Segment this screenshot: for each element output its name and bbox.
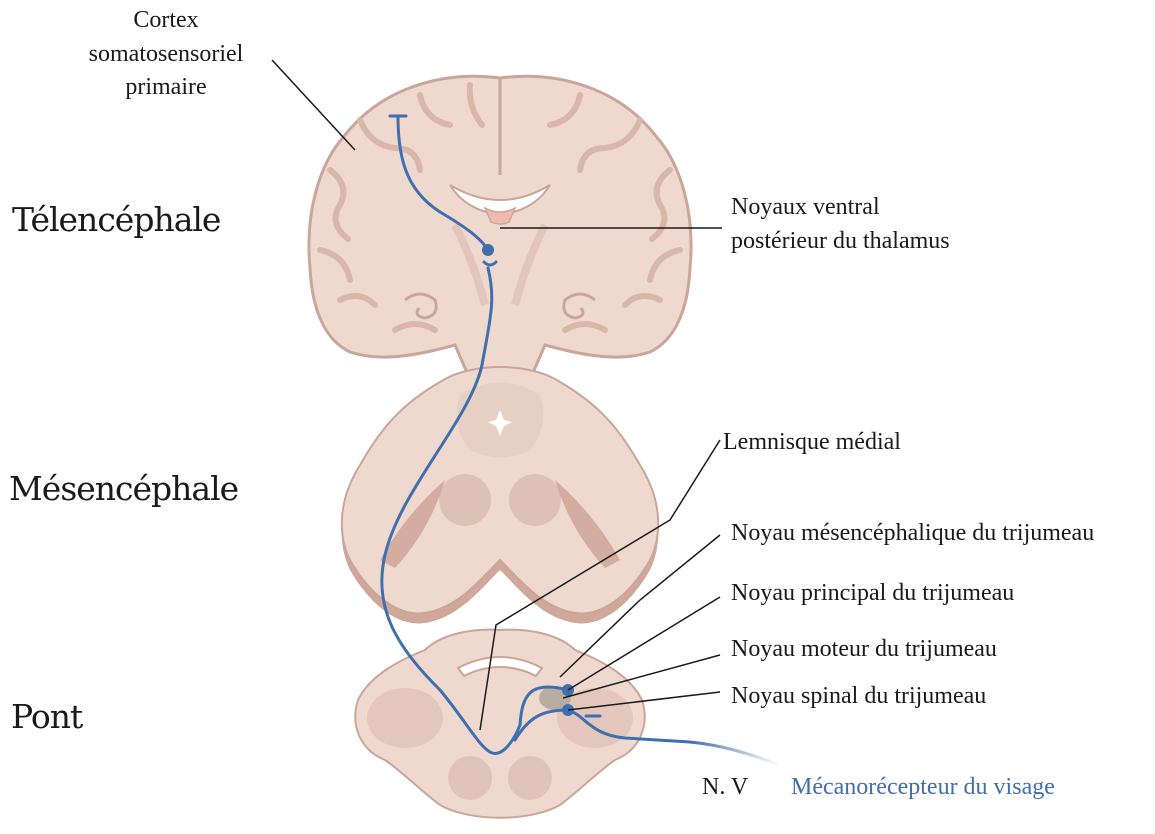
label-thalamus-line1: Noyaux ventral — [731, 191, 950, 225]
region-label-pont: Pont — [11, 697, 82, 736]
label-cortex-line2: somatosensoriel — [66, 38, 266, 72]
region-label-mesencephale: Mésencéphale — [9, 469, 238, 508]
label-nerf-v: N. V — [702, 771, 748, 805]
leader-cortex — [272, 60, 355, 150]
basilar-pons-right — [508, 756, 552, 800]
mechanoreceptor-fade — [690, 742, 780, 765]
red-nucleus-right — [509, 474, 561, 526]
label-cortex-line3: primaire — [66, 71, 266, 105]
midbrain-section — [342, 367, 658, 623]
label-noyau-moteur: Noyau moteur du trijumeau — [731, 633, 997, 667]
thalamus-neuron-body — [482, 244, 494, 256]
label-cortex: Cortex somatosensoriel primaire — [66, 4, 266, 105]
label-thalamus: Noyaux ventral postérieur du thalamus — [731, 191, 950, 258]
pons-section — [355, 630, 644, 818]
label-cortex-line1: Cortex — [66, 4, 266, 38]
region-label-telencephale: Télencéphale — [12, 200, 220, 239]
label-noyau-mesencephalique: Noyau mésencéphalique du trijumeau — [731, 517, 1094, 551]
coronal-brain-section — [309, 76, 691, 375]
cerebellar-peduncle-left — [367, 688, 443, 748]
label-noyau-principal: Noyau principal du trijumeau — [731, 577, 1014, 611]
basilar-pons-left — [448, 756, 492, 800]
red-nucleus-left — [439, 474, 491, 526]
label-noyau-spinal: Noyau spinal du trijumeau — [731, 680, 986, 714]
label-lemnisque-medial: Lemnisque médial — [723, 426, 901, 460]
label-mecanorecepteur: Mécanorécepteur du visage — [791, 771, 1055, 805]
label-thalamus-line2: postérieur du thalamus — [731, 225, 950, 259]
